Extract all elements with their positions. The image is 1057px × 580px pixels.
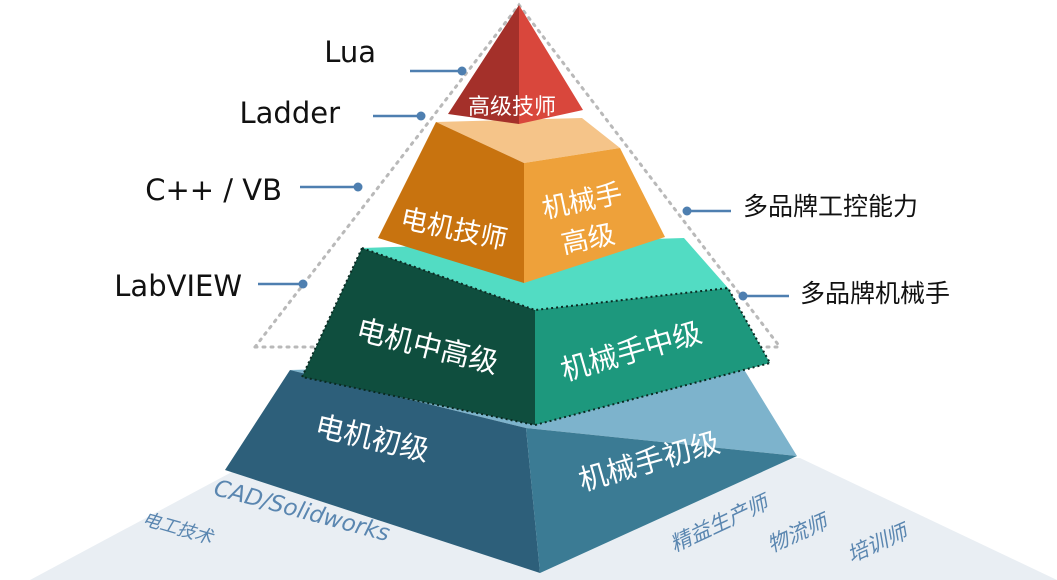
top-tier-right-face: [519, 5, 583, 124]
connector-dot-lua: [457, 66, 467, 76]
label-cpp-vb: C++ / VB: [145, 173, 282, 207]
green-tier-left-face: [302, 248, 535, 425]
label-labview: LabVIEW: [114, 269, 242, 303]
label-lua: Lua: [324, 35, 376, 69]
label-ladder: Ladder: [239, 96, 340, 130]
right-labels: 多品牌工控能力 多品牌机械手: [682, 192, 950, 308]
blue-tier-right-face: [526, 428, 797, 573]
label-multi-brand-robot: 多品牌机械手: [800, 279, 950, 308]
tier-label-top: 高级技师: [468, 95, 556, 120]
connector-dot-cpp-vb: [353, 182, 363, 192]
orange-tier-right-face: [524, 148, 665, 283]
connector-dot-labview: [298, 279, 308, 289]
green-tier-right-face: [535, 288, 770, 425]
top-tier-left-face: [448, 5, 519, 124]
orange-tier-cap: [436, 118, 620, 163]
connector-dot-ladder: [416, 111, 426, 121]
orange-tier-left-face: [378, 122, 524, 283]
left-labels: Lua Ladder C++ / VB LabVIEW: [114, 35, 467, 303]
label-multi-brand-control: 多品牌工控能力: [743, 192, 918, 221]
blue-tier-left-face: [225, 370, 540, 573]
